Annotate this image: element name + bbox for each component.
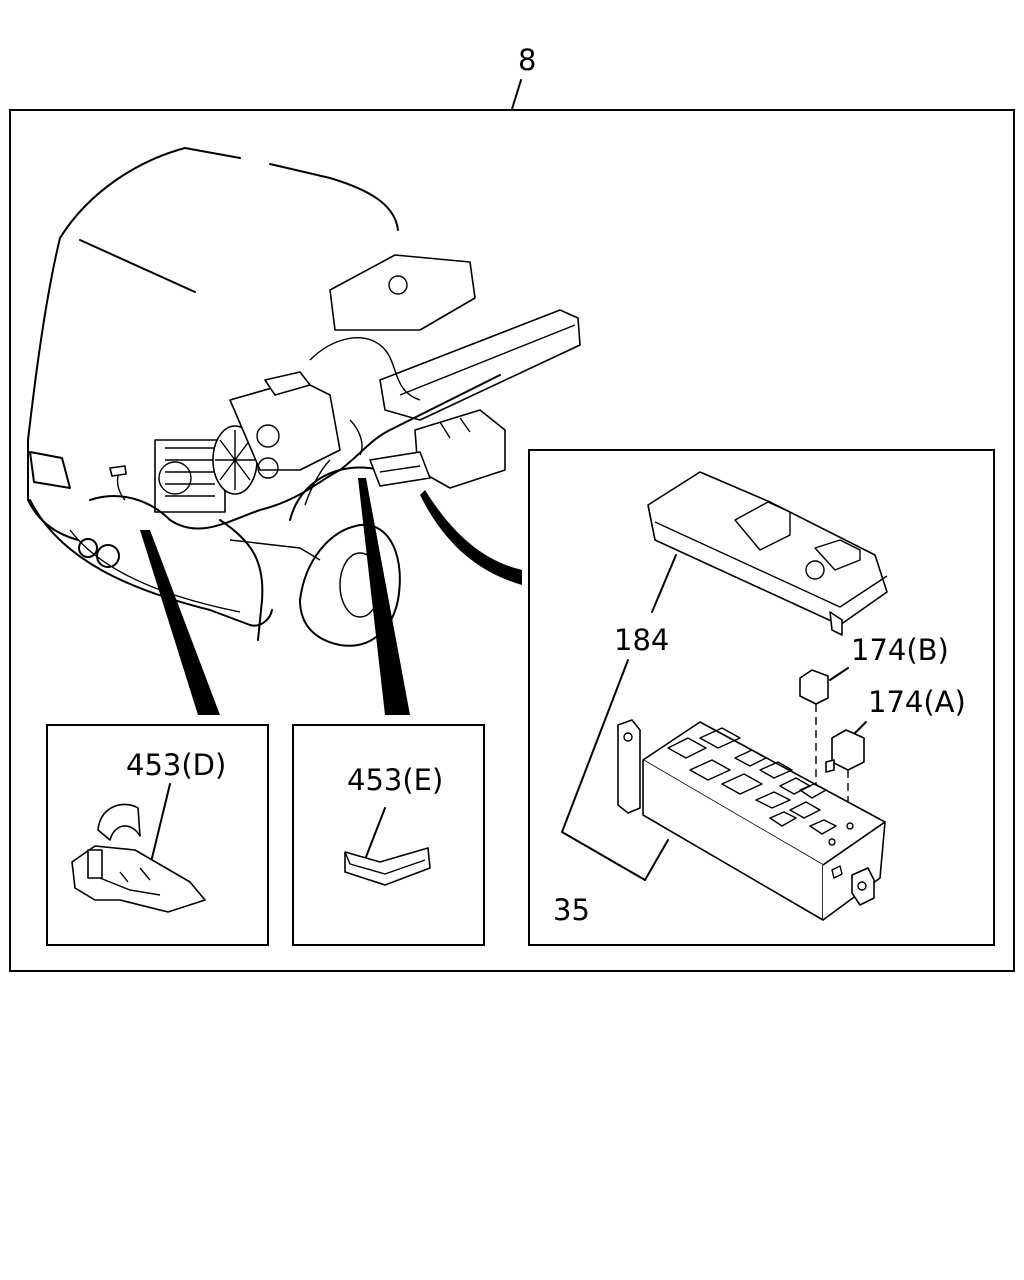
relay-b (799, 669, 829, 705)
fusebox-cover (647, 471, 888, 636)
bumper-lower-line (69, 529, 241, 613)
leader-453-d (151, 783, 171, 859)
grille-edge (229, 539, 321, 561)
pad-part-e (344, 847, 431, 886)
cab-front-outline (27, 237, 79, 541)
front-wheel (299, 523, 401, 647)
alternator (256, 424, 280, 448)
main-harness (89, 374, 501, 530)
clip-part-d (71, 803, 206, 913)
label-174-a: 174(A) (868, 685, 966, 719)
leader-wedge-e (358, 478, 410, 715)
wheel-arch (289, 466, 381, 521)
tank-cap (388, 275, 408, 295)
frame-rail (379, 309, 581, 421)
pulley (257, 457, 279, 479)
leader-35-a (561, 831, 646, 881)
leader-wedge-d (140, 530, 220, 715)
frame-rail-edge (399, 324, 576, 396)
leader-174-b (829, 667, 849, 681)
fog-lamp-right (96, 544, 120, 568)
radiator-fan (158, 461, 192, 495)
label-184: 184 (614, 623, 669, 657)
fusebox-body (617, 719, 886, 921)
leader-wedge-fusebox (420, 490, 522, 585)
intake (264, 371, 311, 396)
headlight (29, 451, 71, 489)
harness-branch-1 (309, 337, 421, 401)
fender-front (219, 519, 264, 641)
cab-roof (59, 147, 399, 239)
leader-453-e (365, 807, 386, 858)
callout-8: 8 (518, 43, 536, 77)
callout-8-leader (511, 79, 522, 110)
label-453-e: 453(E) (347, 763, 443, 797)
truck-illustration (27, 147, 581, 715)
label-174-b: 174(B) (851, 633, 949, 667)
label-35: 35 (553, 893, 590, 927)
windshield-line (79, 239, 196, 293)
leader-35-b (644, 839, 669, 881)
relay-a (831, 729, 865, 771)
fog-lamp-left (78, 538, 98, 558)
leader-184-to-35 (561, 659, 629, 833)
leader-184 (651, 554, 677, 613)
detail-box-e (292, 724, 485, 946)
label-453-d: 453(D) (126, 748, 226, 782)
